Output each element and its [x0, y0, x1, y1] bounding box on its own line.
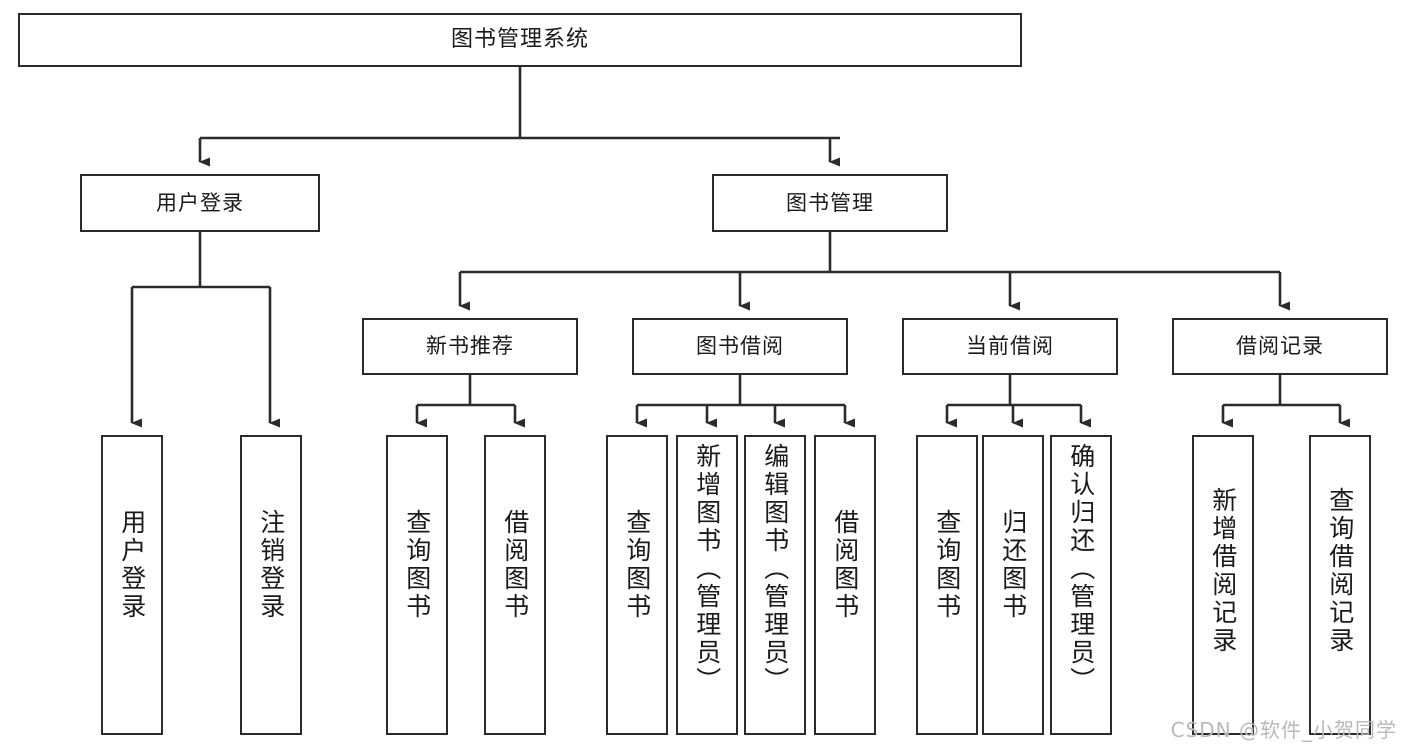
node-label: 确认归还（管理员）: [1066, 443, 1096, 695]
leaf-user-login[interactable]: 用户登录: [101, 435, 163, 735]
node-label: 图书借阅: [696, 334, 784, 359]
node-label: 借阅图书: [830, 509, 860, 621]
leaf-return-book[interactable]: 归还图书: [982, 435, 1044, 735]
node-new-book-recommend[interactable]: 新书推荐: [362, 318, 578, 375]
node-borrow-record[interactable]: 借阅记录: [1172, 318, 1388, 375]
leaf-add-borrow-record[interactable]: 新增借阅记录: [1192, 435, 1254, 735]
leaf-add-book-admin[interactable]: 新增图书（管理员）: [676, 435, 738, 735]
node-label: 注销登录: [256, 509, 286, 621]
leaf-query-book-borrow[interactable]: 查询图书: [606, 435, 668, 735]
node-label: 编辑图书（管理员）: [760, 443, 790, 695]
node-user-login[interactable]: 用户登录: [80, 174, 320, 232]
watermark-text: CSDN @软件_小贺同学: [1170, 718, 1397, 742]
node-label: 当前借阅: [966, 334, 1054, 359]
node-label: 查询图书: [402, 509, 432, 621]
leaf-borrow-book[interactable]: 借阅图书: [814, 435, 876, 735]
node-label: 新增图书（管理员）: [692, 443, 722, 695]
node-label: 借阅图书: [500, 509, 530, 621]
leaf-edit-book-admin[interactable]: 编辑图书（管理员）: [744, 435, 806, 735]
node-label: 归还图书: [998, 509, 1028, 621]
node-label: 用户登录: [156, 190, 244, 215]
leaf-borrow-book-recommend[interactable]: 借阅图书: [484, 435, 546, 735]
node-label: 用户登录: [117, 509, 147, 621]
leaf-query-borrow-record[interactable]: 查询借阅记录: [1309, 435, 1371, 735]
leaf-user-logout[interactable]: 注销登录: [240, 435, 302, 735]
node-label: 新增借阅记录: [1208, 487, 1238, 655]
node-label: 图书管理: [786, 190, 874, 215]
node-book-borrow[interactable]: 图书借阅: [632, 318, 848, 375]
leaf-query-book-recommend[interactable]: 查询图书: [386, 435, 448, 735]
node-label: 借阅记录: [1236, 334, 1324, 359]
leaf-confirm-return-admin[interactable]: 确认归还（管理员）: [1050, 435, 1112, 735]
node-label: 新书推荐: [426, 334, 514, 359]
node-book-management[interactable]: 图书管理: [712, 174, 948, 232]
node-label: 查询借阅记录: [1325, 487, 1355, 655]
leaf-query-book-current[interactable]: 查询图书: [916, 435, 978, 735]
node-current-borrow[interactable]: 当前借阅: [902, 318, 1118, 375]
node-label: 图书管理系统: [450, 27, 589, 53]
node-root-system[interactable]: 图书管理系统: [18, 13, 1022, 67]
node-label: 查询图书: [932, 509, 962, 621]
node-label: 查询图书: [622, 509, 652, 621]
